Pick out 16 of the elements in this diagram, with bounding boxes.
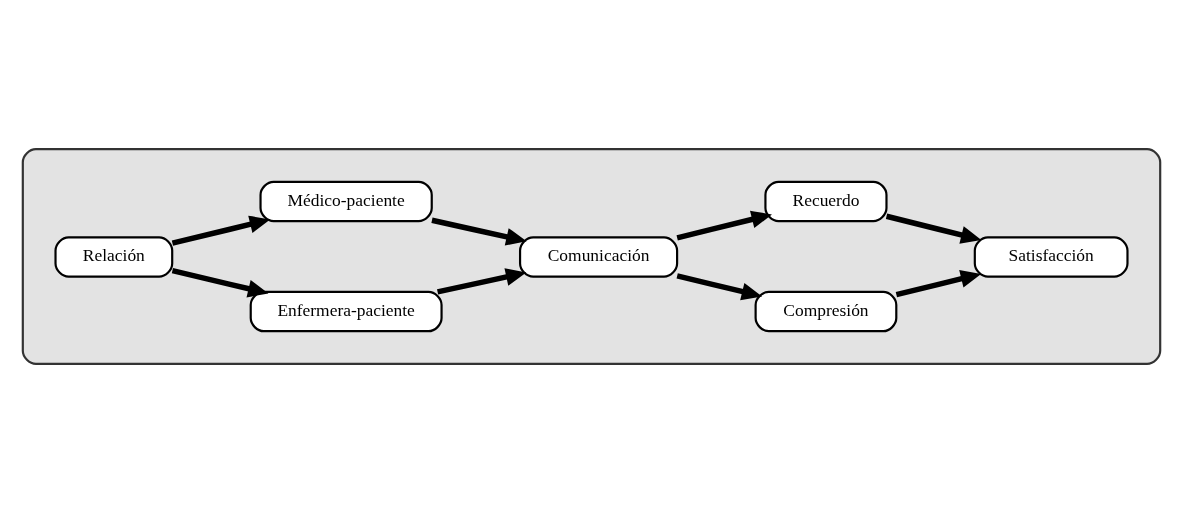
node-box: Recuerdo	[763, 180, 888, 223]
arrow	[171, 268, 268, 298]
cluster	[21, 148, 1161, 365]
arrow	[436, 268, 526, 295]
arrow	[676, 273, 762, 301]
arrow	[676, 210, 772, 241]
node-box: Relación	[53, 236, 173, 278]
node-box: Comunicación	[518, 236, 678, 278]
arrow	[895, 270, 981, 298]
arrow	[430, 217, 527, 246]
arrow	[885, 213, 981, 244]
node-box: Compresión	[754, 290, 897, 333]
arrow	[171, 215, 270, 246]
node-box: Enfermera-paciente	[249, 290, 443, 333]
node-box: Satisfacción	[973, 236, 1129, 278]
node-box: Médico-paciente	[258, 180, 433, 223]
